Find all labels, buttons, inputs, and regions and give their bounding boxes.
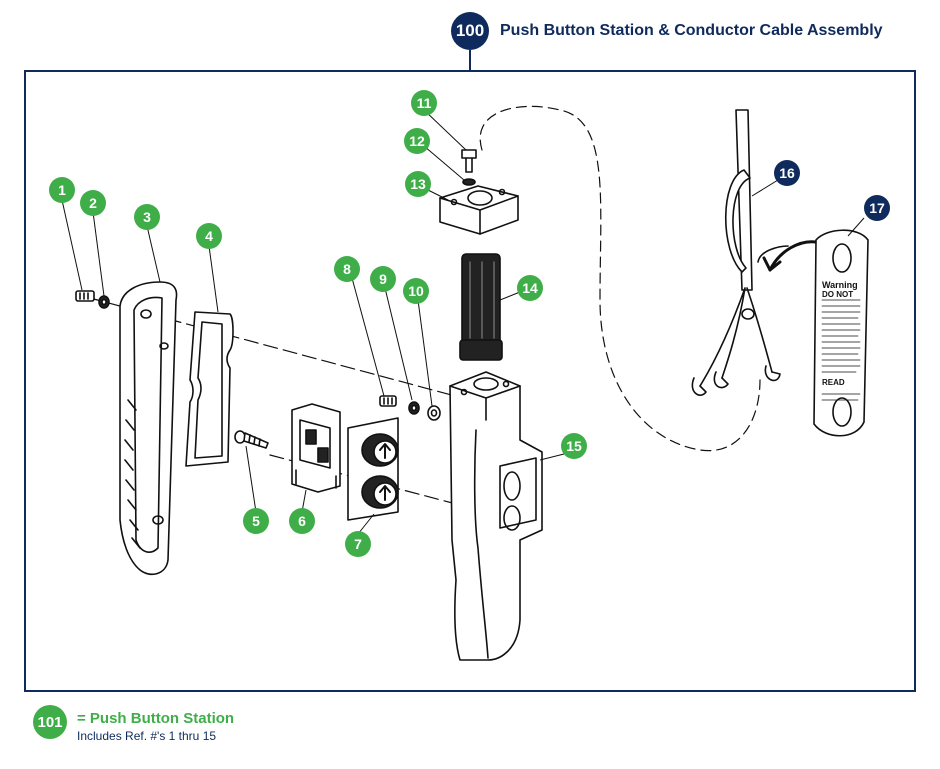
callout-number: 17 [869, 200, 885, 216]
callout-12[interactable]: 12 [404, 128, 430, 154]
lock-washer-part-9 [408, 401, 420, 415]
screw-part-1 [75, 290, 95, 302]
callout-number: 4 [205, 228, 213, 244]
callout-number: 7 [354, 536, 362, 552]
callout-8[interactable]: 8 [334, 256, 360, 282]
callout-number: 13 [410, 176, 426, 192]
subassembly-note: Includes Ref. #'s 1 thru 15 [77, 729, 217, 743]
contact-block-part-6 [291, 403, 341, 493]
callout-badge [243, 508, 269, 534]
callout-6[interactable]: 6 [289, 508, 315, 534]
callout-number: 11 [417, 95, 432, 111]
callout-number: 12 [409, 133, 425, 149]
screw-part-5 [234, 430, 269, 449]
gasket-part-4 [185, 311, 234, 467]
callout-14[interactable]: 14 [517, 275, 543, 301]
callout-17[interactable]: 17 [864, 195, 890, 221]
handle-shell-part-3 [119, 281, 178, 576]
callout-badge [405, 171, 431, 197]
callout-5[interactable]: 5 [243, 508, 269, 534]
callout-badge [49, 177, 75, 203]
callout-number: 5 [252, 513, 260, 529]
enclosure-part-15 [449, 371, 543, 661]
warning-label-part-17 [813, 229, 869, 437]
callout-number: 14 [522, 280, 538, 296]
cable-cap-part-13 [439, 185, 519, 235]
callout-15[interactable]: 15 [561, 433, 587, 459]
assembly-title: Push Button Station & Conductor Cable As… [500, 22, 883, 39]
callout-number: 16 [779, 165, 795, 181]
callout-badge [345, 531, 371, 557]
subassembly-title: = Push Button Station [77, 710, 235, 727]
callout-badge [403, 278, 429, 304]
callout-10[interactable]: 10 [403, 278, 429, 304]
callout-7[interactable]: 7 [345, 531, 371, 557]
washer-part-10 [427, 405, 441, 421]
callout-badge [196, 223, 222, 249]
callout-badge [517, 275, 543, 301]
callout-badge [561, 433, 587, 459]
label-footer-read: READ [822, 378, 845, 387]
diagram-frame [24, 70, 916, 692]
assembly-number-badge[interactable]: 100 [451, 12, 489, 50]
callout-badge [80, 190, 106, 216]
subassembly-number-badge[interactable]: 101 [33, 705, 67, 739]
cable-grip-part-14 [459, 253, 503, 361]
conductor-cable-part-16 [691, 109, 818, 396]
cable-route-dashed [479, 105, 761, 452]
callout-4[interactable]: 4 [196, 223, 222, 249]
callout-16[interactable]: 16 [774, 160, 800, 186]
callout-badge [774, 160, 800, 186]
callout-number: 15 [566, 438, 582, 454]
callout-11[interactable]: 11 [411, 90, 437, 116]
callout-13[interactable]: 13 [405, 171, 431, 197]
washer-part-12 [462, 178, 476, 186]
push-button-part-7 [347, 417, 399, 521]
callout-badge [134, 204, 160, 230]
callout-number: 9 [379, 271, 387, 287]
header-connector-line [469, 50, 471, 71]
leader-lines [61, 109, 865, 535]
screw-part-11 [461, 149, 477, 173]
callout-1[interactable]: 1 [49, 177, 75, 203]
washer-part-2 [98, 295, 110, 309]
callout-badge [411, 90, 437, 116]
callout-9[interactable]: 9 [370, 266, 396, 292]
callout-2[interactable]: 2 [80, 190, 106, 216]
screw-part-8 [379, 395, 397, 407]
subassembly-legend: 101 = Push Button Station Includes Ref. … [0, 695, 500, 765]
label-heading-do-not: DO NOT [822, 290, 853, 299]
callout-number: 6 [298, 513, 306, 529]
callout-badge [370, 266, 396, 292]
label-heading-warning: Warning [822, 280, 858, 290]
callout-badge [404, 128, 430, 154]
callout-badge [864, 195, 890, 221]
callout-number: 10 [408, 283, 424, 299]
callout-3[interactable]: 3 [134, 204, 160, 230]
callout-number: 3 [143, 209, 151, 225]
callout-number: 2 [89, 195, 97, 211]
callout-badge [289, 508, 315, 534]
callout-badge [334, 256, 360, 282]
assembly-header: 100 Push Button Station & Conductor Cabl… [0, 0, 940, 71]
callout-number: 1 [58, 182, 66, 198]
callout-number: 8 [343, 261, 351, 277]
